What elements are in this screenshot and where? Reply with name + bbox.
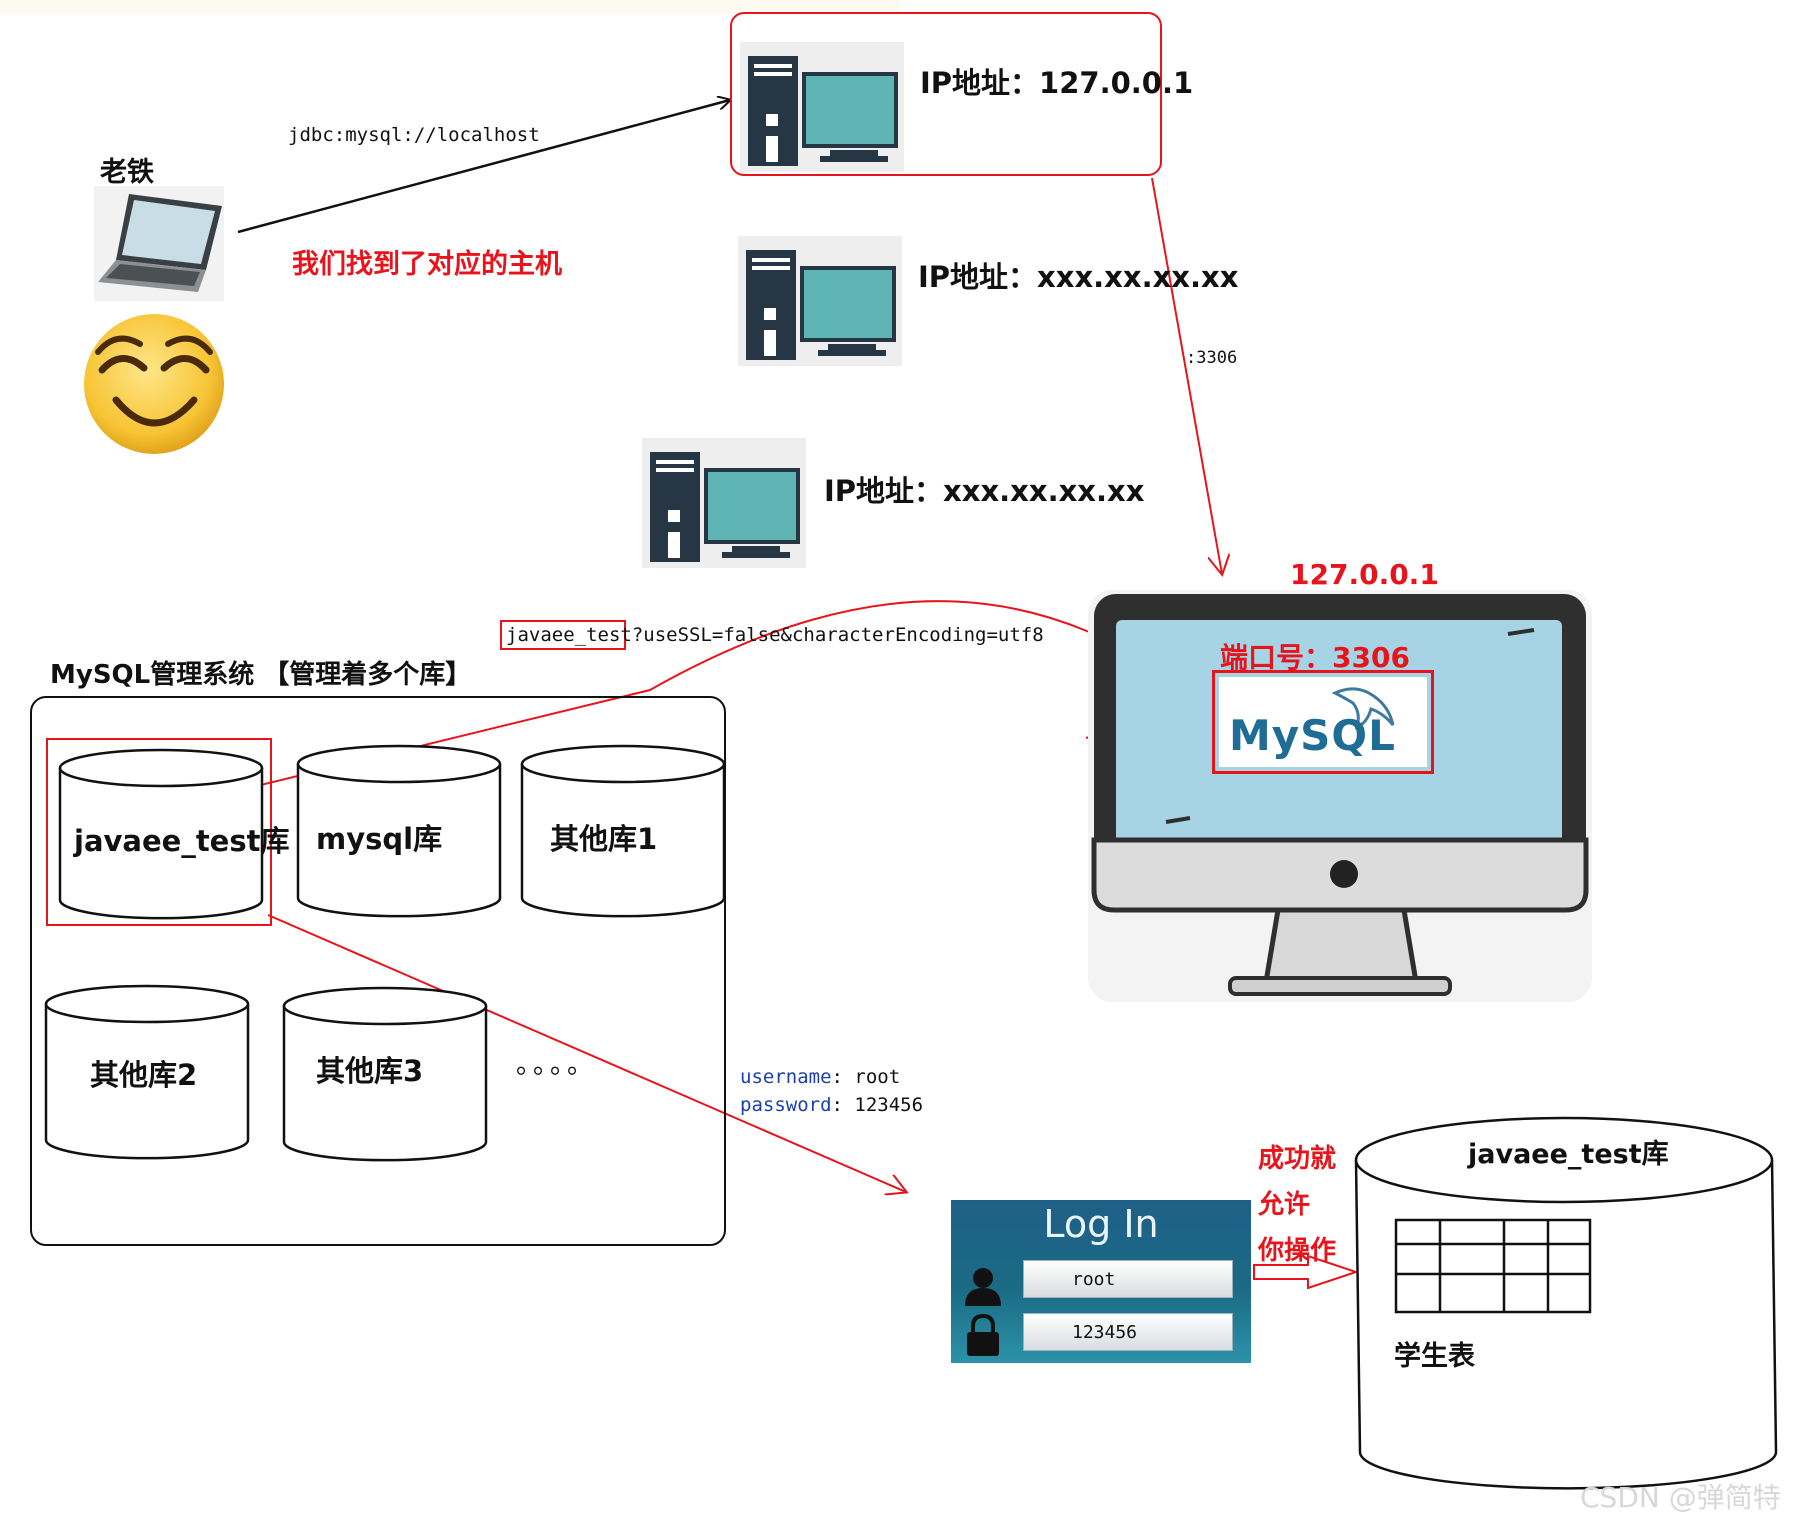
target-database-cylinder (1354, 1116, 1778, 1490)
database-label: 其他库2 (90, 1058, 198, 1092)
password-value: 123456 (854, 1094, 924, 1116)
port-arrow (1151, 177, 1222, 574)
laptop-icon (94, 186, 224, 301)
db-name-highlight (500, 620, 626, 650)
database-label: 其他库3 (316, 1054, 424, 1088)
success-note-line: 你操作 (1258, 1236, 1337, 1266)
port-label: 端口号：3306 (1220, 641, 1410, 674)
username-key: username (740, 1066, 832, 1088)
watermark: CSDN @弹简特 (1580, 1481, 1781, 1514)
more-databases-ellipsis: 。。。。 (516, 1050, 598, 1080)
database-cylinder (520, 744, 726, 918)
username-line: username: root (740, 1066, 901, 1088)
client-name: 老铁 (100, 157, 154, 188)
url-db-name: javaee_test (506, 624, 632, 646)
login-panel: Log In root 123456 (951, 1200, 1251, 1363)
password-line: password: 123456 (740, 1094, 924, 1116)
database-cylinder (282, 986, 488, 1162)
target-db-name: javaee_test库 (1468, 1139, 1669, 1170)
grinning-face-icon (84, 314, 224, 454)
username-value: root (854, 1066, 901, 1088)
database-cylinder (296, 744, 502, 918)
user-icon (965, 1268, 1001, 1306)
table-grid-icon (1394, 1218, 1592, 1314)
mysql-system-title: MySQL管理系统 【管理着多个库】 (50, 660, 472, 690)
database-label: mysql库 (316, 822, 443, 856)
mysql-logo-frame (1212, 670, 1434, 774)
server-ip: 127.0.0.1 (1290, 558, 1439, 591)
login-username-field[interactable]: root (1023, 1260, 1233, 1298)
success-note-line: 允许 (1258, 1190, 1311, 1220)
lock-icon (967, 1314, 999, 1356)
database-label: javaee_test库 (74, 824, 290, 858)
mysql-logo: MySQL (1219, 677, 1427, 767)
jdbc-url-prefix: jdbc:mysql://localhost (288, 124, 540, 146)
login-password-field[interactable]: 123456 (1023, 1313, 1233, 1351)
login-title: Log In (1043, 1202, 1159, 1246)
selected-host-frame (730, 12, 1162, 176)
host-computer-icon (642, 438, 806, 568)
allow-arrow (1253, 1254, 1360, 1290)
host-ip-label: IP地址：xxx.xx.xx.xx (918, 260, 1239, 294)
student-table-label: 学生表 (1394, 1341, 1475, 1372)
password-key: password (740, 1094, 832, 1116)
url-tail: javaee_test?useSSL=false&characterEncodi… (506, 624, 1044, 646)
port-note: :3306 (1186, 348, 1238, 368)
host-ip-label: IP地址：xxx.xx.xx.xx (824, 474, 1145, 508)
selected-db-frame (46, 738, 272, 926)
success-note-line: 成功就 (1258, 1144, 1337, 1174)
url-params: ?useSSL=false&characterEncoding=utf8 (631, 624, 1044, 646)
mysql-logo-text: MySQL (1229, 711, 1396, 760)
found-host-note: 我们找到了对应的主机 (292, 249, 562, 280)
top-strip (0, 0, 900, 14)
database-cylinder (58, 748, 264, 920)
host-computer-icon (740, 42, 904, 172)
database-label: 其他库1 (550, 822, 658, 856)
dolphin-icon (1331, 687, 1395, 730)
jdbc-arrow (237, 100, 730, 234)
host-computer-icon (738, 236, 902, 366)
success-note: 成功就 允许 你操作 (1258, 1136, 1336, 1274)
mysql-system-frame (30, 696, 726, 1246)
database-cylinders (44, 744, 726, 1162)
database-cylinder (44, 984, 250, 1160)
host-ip-label: IP地址：127.0.0.1 (920, 66, 1194, 100)
credentials-arrow (267, 914, 906, 1192)
